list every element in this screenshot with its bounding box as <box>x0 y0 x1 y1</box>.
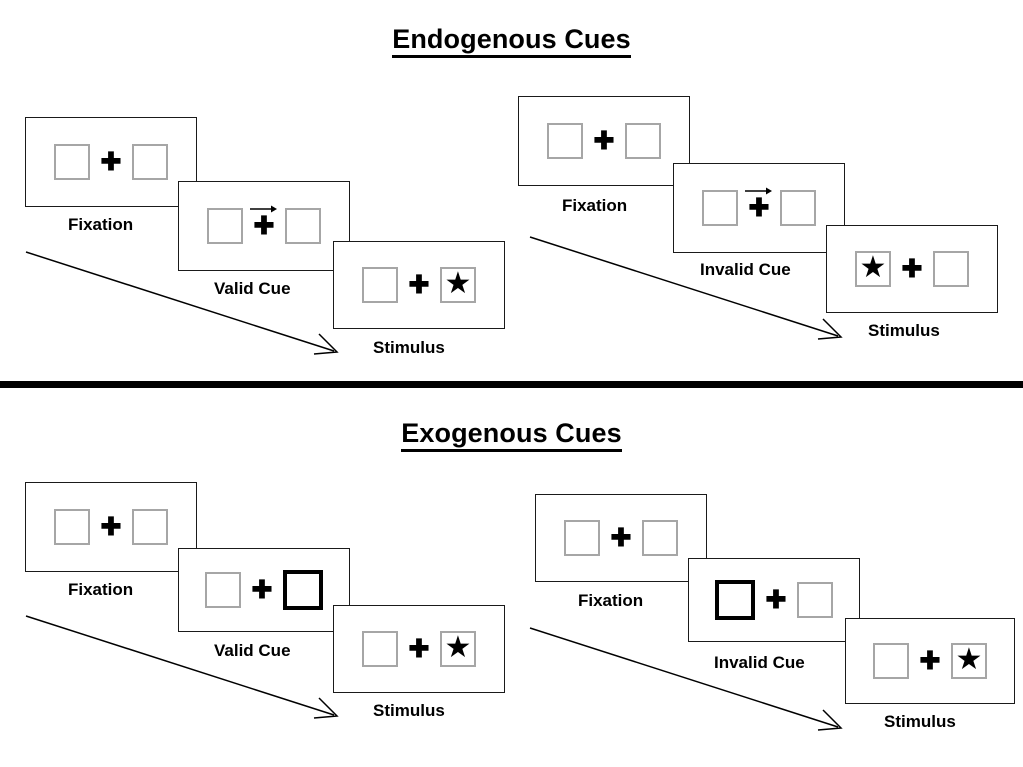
frame-label-stimulus: Stimulus <box>373 701 445 720</box>
fixation-cross-icon: ✚ <box>100 147 122 176</box>
section-title-endogenous-text: Endogenous Cues <box>392 24 631 58</box>
fixation-cross-icon: ✚ <box>593 126 615 155</box>
trial-frame-valid-cue: ✚ <box>178 181 350 271</box>
fixation-center: ✚ <box>600 514 642 562</box>
trial-frame-stimulus: ✚ ★ <box>333 605 505 693</box>
trial-frame-invalid-cue: ✚ <box>688 558 860 642</box>
frame-content: ✚ ★ <box>334 606 504 692</box>
stimulus-box-right <box>132 509 168 545</box>
frame-content: ✚ <box>674 164 844 252</box>
trial-frame-invalid-cue: ✚ <box>673 163 845 253</box>
stimulus-box-right <box>933 251 969 287</box>
fixation-center: ✚ <box>398 625 440 673</box>
stimulus-box-left <box>207 208 243 244</box>
fixation-cross-icon: ✚ <box>919 646 941 675</box>
frame-label-valid-cue: Valid Cue <box>214 279 291 298</box>
section-title-endogenous: Endogenous Cues <box>0 24 1023 58</box>
frame-label-fixation: Fixation <box>68 215 134 234</box>
frame-content: ✚ <box>179 549 349 631</box>
frame-label-invalid-cue: Invalid Cue <box>700 260 791 279</box>
frame-content: ★ ✚ <box>827 226 997 312</box>
stimulus-box-right-cued <box>283 570 323 610</box>
frame-content: ✚ ★ <box>334 242 504 328</box>
section-divider <box>0 381 1023 388</box>
stimulus-box-right: ★ <box>440 267 476 303</box>
cue-arrow-icon <box>745 187 772 195</box>
stimulus-box-right: ★ <box>440 631 476 667</box>
frame-content: ✚ <box>179 182 349 270</box>
trial-frame-stimulus: ✚ ★ <box>845 618 1015 704</box>
fixation-cross-icon: ✚ <box>408 270 430 299</box>
frame-label-fixation: Fixation <box>578 591 644 610</box>
stimulus-box-left: ★ <box>855 251 891 287</box>
fixation-center: ✚ <box>398 261 440 309</box>
fixation-center: ✚ <box>243 202 285 250</box>
fixation-center: ✚ <box>241 566 283 614</box>
star-icon: ★ <box>859 251 887 284</box>
fixation-center: ✚ <box>90 503 132 551</box>
fixation-center: ✚ <box>891 245 933 293</box>
fixation-center: ✚ <box>738 184 780 232</box>
fixation-cross-icon: ✚ <box>610 523 632 552</box>
frame-label-fixation: Fixation <box>562 196 628 215</box>
star-icon: ★ <box>955 643 983 676</box>
stimulus-box-right <box>642 520 678 556</box>
frame-content: ✚ <box>519 97 689 185</box>
trial-frame-stimulus: ✚ ★ <box>333 241 505 329</box>
stimulus-box-right <box>625 123 661 159</box>
frame-label-invalid-cue: Invalid Cue <box>714 653 805 672</box>
fixation-center: ✚ <box>909 637 951 685</box>
trial-frame-fixation: ✚ <box>25 117 197 207</box>
fixation-cross-icon: ✚ <box>100 512 122 541</box>
stimulus-box-left <box>54 144 90 180</box>
trial-frame-stimulus: ★ ✚ <box>826 225 998 313</box>
trial-frame-fixation: ✚ <box>518 96 690 186</box>
stimulus-box-left <box>205 572 241 608</box>
section-title-exogenous: Exogenous Cues <box>0 418 1023 452</box>
frame-content: ✚ <box>26 118 196 206</box>
stimulus-box-left <box>362 267 398 303</box>
trial-frame-fixation: ✚ <box>25 482 197 572</box>
stimulus-box-right: ★ <box>951 643 987 679</box>
fixation-cross-icon: ✚ <box>765 585 787 614</box>
stimulus-box-right <box>780 190 816 226</box>
trial-frame-fixation: ✚ <box>535 494 707 582</box>
fixation-cross-icon: ✚ <box>253 211 275 240</box>
fixation-center: ✚ <box>583 117 625 165</box>
cue-arrow-icon <box>250 205 277 213</box>
stimulus-box-left <box>873 643 909 679</box>
frame-label-stimulus: Stimulus <box>884 712 956 731</box>
trial-frame-valid-cue: ✚ <box>178 548 350 632</box>
frame-content: ✚ <box>26 483 196 571</box>
star-icon: ★ <box>444 631 472 664</box>
frame-label-stimulus: Stimulus <box>373 338 445 357</box>
fixation-cross-icon: ✚ <box>901 254 923 283</box>
stimulus-box-left-cued <box>715 580 755 620</box>
stimulus-box-left <box>564 520 600 556</box>
frame-content: ✚ <box>536 495 706 581</box>
frame-label-stimulus: Stimulus <box>868 321 940 340</box>
stimulus-box-right <box>285 208 321 244</box>
fixation-cross-icon: ✚ <box>408 634 430 663</box>
stimulus-box-left <box>362 631 398 667</box>
stimulus-box-right <box>797 582 833 618</box>
fixation-center: ✚ <box>90 138 132 186</box>
stimulus-box-left <box>547 123 583 159</box>
section-title-exogenous-text: Exogenous Cues <box>401 418 622 452</box>
fixation-cross-icon: ✚ <box>251 575 273 604</box>
stimulus-box-left <box>702 190 738 226</box>
frame-content: ✚ ★ <box>846 619 1014 703</box>
stimulus-box-right <box>132 144 168 180</box>
frame-label-fixation: Fixation <box>68 580 134 599</box>
fixation-cross-icon: ✚ <box>748 193 770 222</box>
fixation-center: ✚ <box>755 576 797 624</box>
stimulus-box-left <box>54 509 90 545</box>
frame-content: ✚ <box>689 559 859 641</box>
frame-label-valid-cue: Valid Cue <box>214 641 291 660</box>
star-icon: ★ <box>444 267 472 300</box>
